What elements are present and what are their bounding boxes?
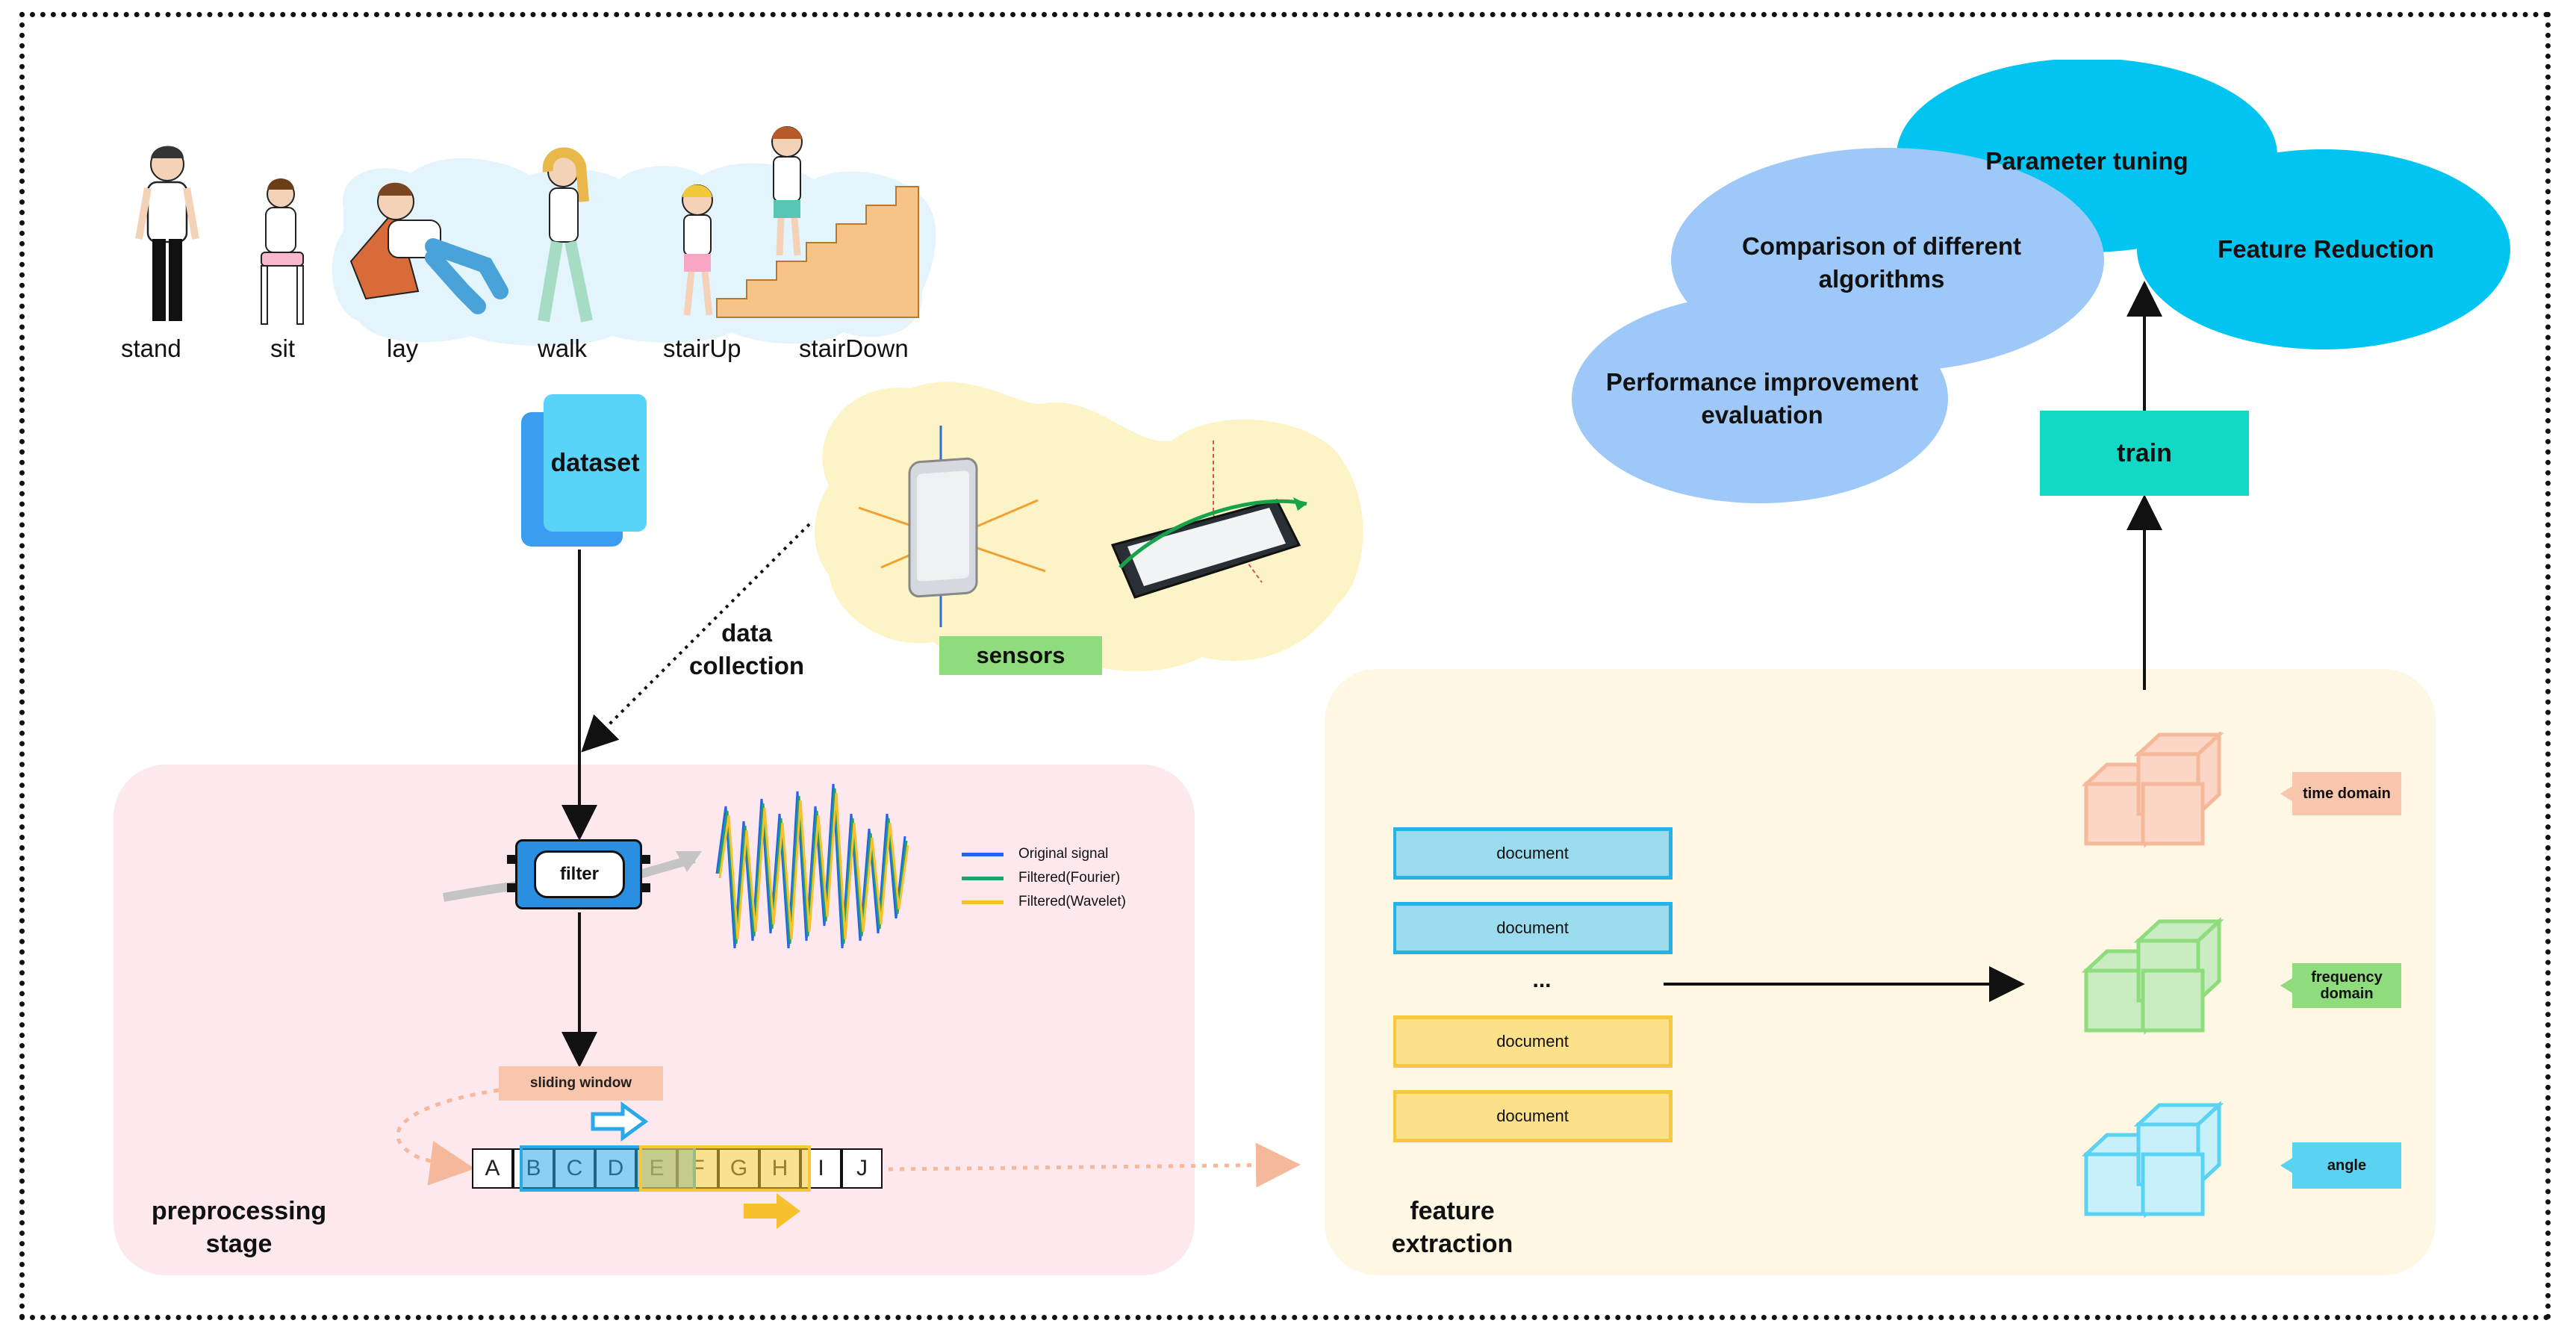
filter-label: filter (534, 850, 625, 898)
tag-time-domain: time domain (2280, 772, 2401, 815)
stand-figure-icon (135, 146, 199, 321)
train-box: train (2040, 411, 2249, 496)
cloud-feature-reduction (2137, 149, 2510, 349)
activity-illustrations (135, 126, 936, 346)
cloud-label-parameter-tuning: Parameter tuning (1985, 147, 2188, 175)
evaluation-clouds (1572, 60, 2510, 503)
legend-swatch-icon (962, 876, 1004, 880)
legend-label: Filtered(Wavelet) (1018, 894, 1126, 909)
cloud-label-feature-reduction: Feature Reduction (2218, 235, 2434, 263)
sensors-label: sensors (939, 636, 1102, 675)
filter-component: filter (507, 839, 650, 909)
activity-label-lay: lay (387, 334, 419, 362)
sliding-window-label: sliding window (499, 1066, 663, 1101)
filter-pin-icon (641, 855, 650, 864)
signal-legend: Original signal Filtered(Fourier) Filter… (962, 842, 1186, 914)
sliding-window-cells: A B C D E F G H I J (472, 1145, 884, 1192)
data-collection-label: data collection (688, 619, 805, 679)
window-shift-arrow-icon (591, 1101, 649, 1142)
legend-label: Filtered(Fourier) (1018, 870, 1121, 886)
document-item: document (1393, 1090, 1673, 1142)
window-cell: J (841, 1148, 883, 1189)
dataset-box: dataset (544, 394, 647, 532)
signal-waveform-plot (715, 783, 909, 949)
feature-extraction-panel (1325, 669, 2436, 1275)
legend-swatch-icon (962, 852, 1004, 856)
activity-label-stairup: stairUp (663, 334, 741, 362)
activity-label-stairdown: stairDown (799, 334, 909, 362)
activity-label-sit: sit (270, 334, 295, 362)
legend-item: Original signal (962, 842, 1186, 866)
cloud-label-performance: Performance improvement evaluation (1605, 368, 1919, 429)
sit-figure-icon (261, 178, 304, 325)
lay-figure-icon (349, 182, 508, 314)
window-highlight-yellow (639, 1145, 811, 1192)
feature-cubes (2081, 732, 2224, 1219)
document-ellipsis: ... (1532, 968, 1552, 992)
diagram-border (19, 12, 2551, 1320)
stairs-figures-icon (682, 126, 919, 318)
filter-pin-icon (507, 855, 516, 864)
walk-figure-icon (538, 147, 593, 323)
preprocessing-stage-label: preprocessing stage (151, 1197, 327, 1258)
window-cell: A (472, 1148, 513, 1189)
feature-extraction-label: feature extraction (1391, 1197, 1513, 1258)
tag-frequency-domain: frequency domain (2280, 963, 2401, 1008)
cloud-label-comparison: Comparison of different algorithms (1741, 232, 2021, 293)
phone-rotation-icon (1110, 441, 1307, 599)
time-domain-cubes-icon (2081, 732, 2224, 848)
filter-pin-icon (641, 883, 650, 892)
legend-item: Filtered(Wavelet) (962, 890, 1186, 914)
legend-swatch-icon (962, 900, 1004, 904)
phone-axes-icon (858, 426, 1046, 627)
activity-label-walk: walk (538, 334, 588, 362)
filter-pin-icon (507, 883, 516, 892)
window-next-arrow-icon (744, 1193, 800, 1229)
document-item: document (1393, 1015, 1673, 1068)
document-item: document (1393, 902, 1673, 954)
cloud-performance (1572, 294, 1948, 503)
sensors-panel (815, 382, 1363, 671)
legend-item: Filtered(Fourier) (962, 866, 1186, 890)
activity-label-stand: stand (121, 334, 181, 362)
document-item: document (1393, 827, 1673, 880)
tag-angle: angle (2280, 1142, 2401, 1189)
frequency-domain-cubes-icon (2081, 917, 2224, 1035)
angle-cubes-icon (2081, 1101, 2224, 1219)
legend-label: Original signal (1018, 846, 1109, 862)
